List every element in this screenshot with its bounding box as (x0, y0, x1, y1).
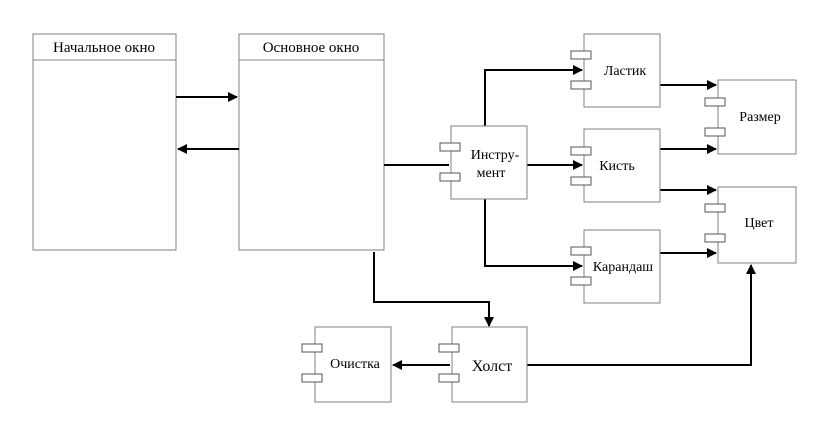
component-brush-label: Кисть (599, 159, 635, 174)
component-brush: Кисть (570, 128, 661, 203)
window-start-title: Начальное окно (53, 40, 155, 56)
connector-canvas-to-color (527, 264, 756, 366)
component-color-label: Цвет (745, 216, 774, 231)
component-instrument-label-2: мент (477, 166, 506, 181)
component-eraser: Ластик (570, 33, 661, 108)
component-canvas: Холст (438, 326, 528, 403)
component-color: Цвет (704, 186, 797, 264)
component-size: Размер (704, 79, 797, 155)
window-main: Основное окно (238, 33, 385, 251)
component-clear-label: Очистка (330, 357, 381, 372)
component-eraser-label: Ластик (604, 64, 647, 79)
connectors (176, 65, 756, 370)
component-pencil: Карандаш (570, 229, 661, 304)
component-canvas-label: Холст (472, 358, 512, 375)
component-size-label: Размер (739, 110, 780, 125)
component-instrument: Инстру- мент (439, 125, 528, 200)
window-start: Начальное окно (32, 33, 177, 251)
connector-instrument-to-pencil (484, 199, 583, 271)
component-pencil-label: Карандаш (593, 260, 653, 275)
connector-instrument-to-eraser (484, 65, 583, 126)
component-instrument-label-1: Инстру- (471, 148, 520, 163)
connector-main-to-canvas (373, 252, 494, 327)
component-clear: Очистка (301, 326, 392, 403)
window-main-title: Основное окно (263, 40, 360, 56)
